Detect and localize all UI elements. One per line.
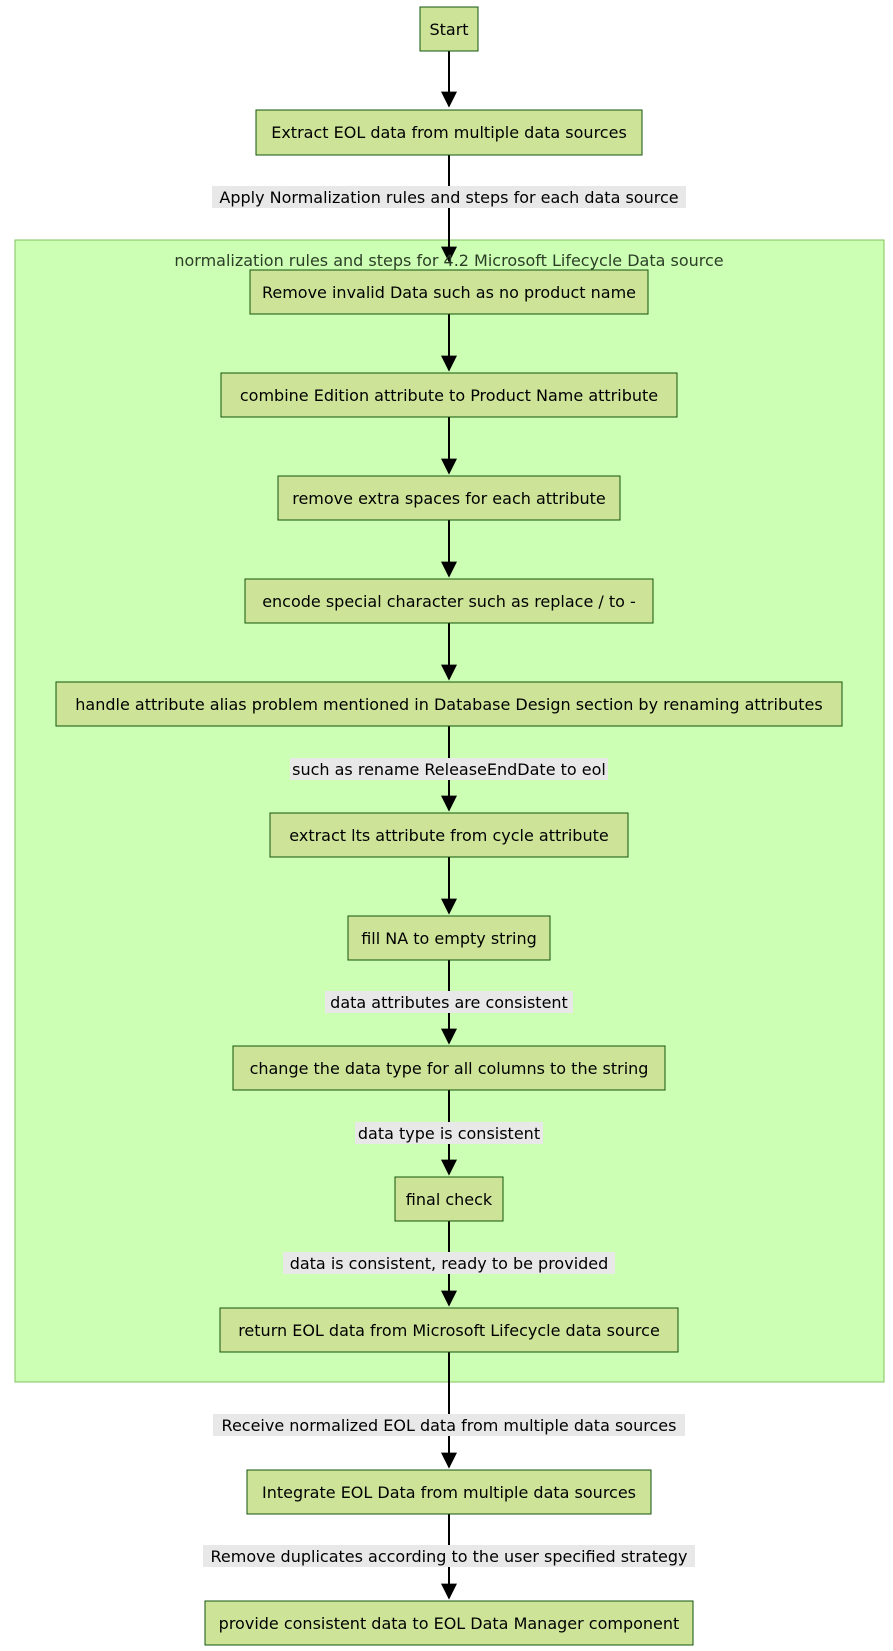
node-start-label: Start [429,20,468,39]
node-encode-special-label: encode special character such as replace… [262,592,636,611]
node-return-eol-label: return EOL data from Microsoft Lifecycle… [238,1321,660,1340]
node-remove-invalid-label: Remove invalid Data such as no product n… [262,283,636,302]
node-start: Start [419,6,479,52]
node-change-type-label: change the data type for all columns to … [250,1059,649,1078]
node-fill-na: fill NA to empty string [347,915,551,961]
edge-label-bg-attrs-consistent [325,991,573,1013]
node-handle-alias-label: handle attribute alias problem mentioned… [75,695,822,714]
subgraph-title: normalization rules and steps for 4.2 Mi… [174,251,723,270]
edge-label-type-consistent: data type is consistent [358,1124,540,1143]
edge-label-data-ready: data is consistent, ready to be provided [290,1254,609,1273]
node-integrate: Integrate EOL Data from multiple data so… [246,1469,652,1515]
node-extract-label: Extract EOL data from multiple data sour… [271,123,627,142]
edge-label-rename-example: such as rename ReleaseEndDate to eol [292,760,606,779]
node-extract-lts-label: extract lts attribute from cycle attribu… [289,826,608,845]
node-encode-special: encode special character such as replace… [244,578,654,624]
node-remove-spaces-label: remove extra spaces for each attribute [292,489,606,508]
node-provide-label: provide consistent data to EOL Data Mana… [219,1614,680,1633]
edge-label-bg-rename-example [290,758,608,780]
edge-label-bg-remove-duplicates [203,1545,695,1567]
edge-label-bg-type-consistent [355,1122,543,1144]
edge-label-apply-rules: Apply Normalization rules and steps for … [219,188,678,207]
edge-label-remove-duplicates: Remove duplicates according to the user … [211,1547,688,1566]
edge-label-receive-normalized: Receive normalized EOL data from multipl… [222,1416,677,1435]
node-remove-spaces: remove extra spaces for each attribute [277,475,621,521]
edge-label-bg-receive-normalized [213,1414,685,1436]
node-extract-lts: extract lts attribute from cycle attribu… [269,812,629,858]
node-handle-alias: handle attribute alias problem mentioned… [55,681,843,727]
node-final-check-label: final check [406,1190,493,1209]
edge-labels: Apply Normalization rules and steps for … [203,186,695,1567]
node-fill-na-label: fill NA to empty string [361,929,537,948]
edge-label-bg-data-ready [283,1252,615,1274]
node-provide: provide consistent data to EOL Data Mana… [204,1600,694,1646]
node-combine-edition-label: combine Edition attribute to Product Nam… [240,386,658,405]
node-integrate-label: Integrate EOL Data from multiple data so… [262,1483,636,1502]
node-change-type: change the data type for all columns to … [232,1045,666,1091]
node-combine-edition: combine Edition attribute to Product Nam… [220,372,678,418]
edge-label-attrs-consistent: data attributes are consistent [330,993,568,1012]
node-remove-invalid: Remove invalid Data such as no product n… [249,269,649,315]
node-return-eol: return EOL data from Microsoft Lifecycle… [219,1307,679,1353]
edge-label-bg-apply-rules [212,186,686,208]
node-final-check: final check [394,1176,504,1222]
node-extract: Extract EOL data from multiple data sour… [255,109,643,156]
